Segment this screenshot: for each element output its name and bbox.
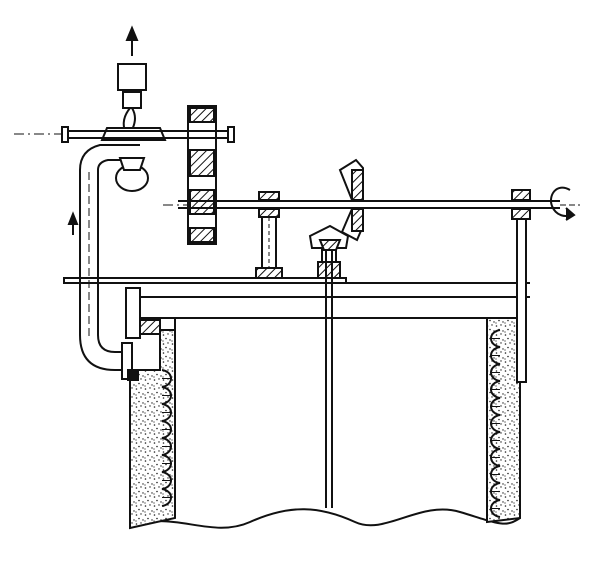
stirrer-shaft <box>325 250 333 508</box>
right-side-wall <box>516 216 527 383</box>
pipe-fitting <box>125 287 161 339</box>
drive-shaft <box>163 200 580 209</box>
up-arrow-top <box>125 25 139 56</box>
gear-left <box>187 105 217 245</box>
return-pipe <box>79 144 140 381</box>
upper-housing <box>100 63 167 192</box>
bellows-left-wave <box>161 369 172 507</box>
right-bearing <box>511 189 531 220</box>
bellows-left <box>161 369 172 507</box>
up-arrow-left-pipe <box>67 211 79 235</box>
bevel-gear-small <box>308 224 350 279</box>
insulation-left <box>129 329 176 530</box>
bellows-right <box>490 329 501 518</box>
rotation-arrow-icon <box>550 186 576 221</box>
bearing-column <box>255 191 283 279</box>
bevel-gear-large <box>338 158 364 242</box>
break-line <box>129 508 521 529</box>
